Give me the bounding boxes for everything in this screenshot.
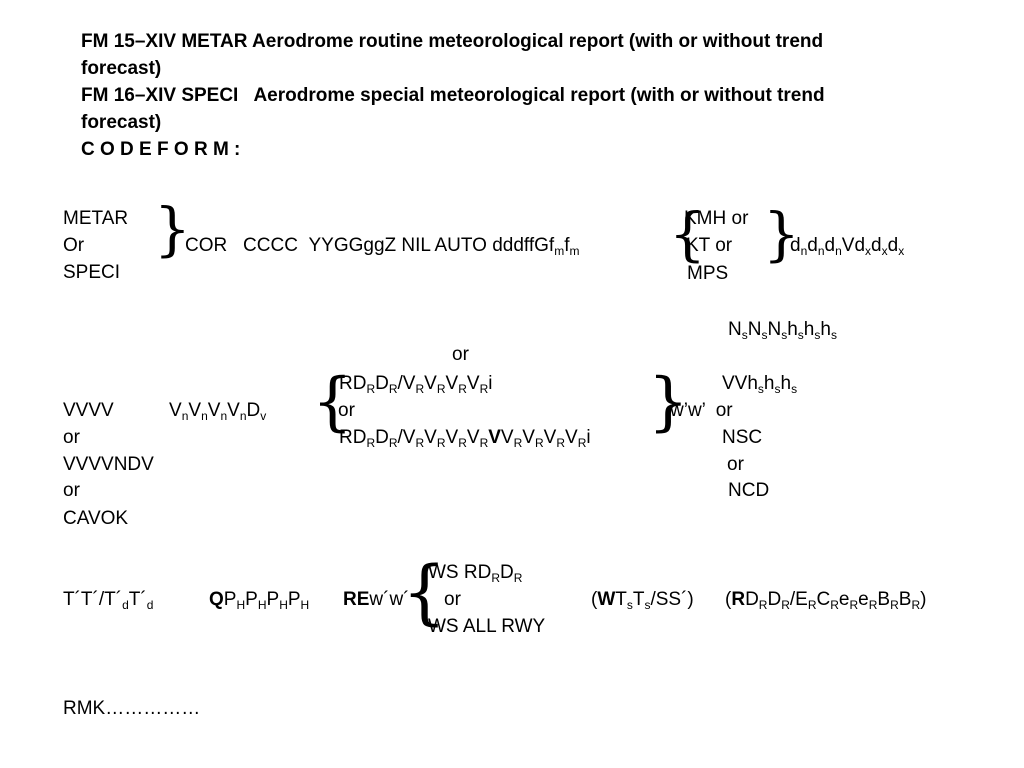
vertical-visibility-group: VVhshshs [722,373,798,396]
kt-label: KT or [686,235,733,256]
header-line-2: FM 16–XIV SPECI Aerodrome special meteor… [81,85,825,106]
header-line-2-cont: forecast) [81,112,162,133]
or-label-4: or [444,589,461,610]
weather-label: w’w’ or [670,400,733,421]
left-brace-icon: { [669,200,706,268]
recent-weather-group: REw´w´ [343,589,410,610]
vvvv-label: VVVV [63,400,114,421]
temperature-group: T´T´/T´dT´d [63,589,154,612]
or-top-label: or [452,344,469,365]
remarks-label: RMK…………… [63,698,201,719]
header-line-1-cont: forecast) [81,58,162,79]
direction-group: dndndnVdxdxdx [790,235,905,258]
left-brace-icon-2: { [312,365,353,439]
cloud-group: NsNsNshshshs [728,319,837,342]
or-right-label: or [727,454,744,475]
or-mid-label: or [338,400,355,421]
rvr-group-1: RDRDR/VRVRVRVRi [339,373,493,396]
rvr-group-2: RDRDR/VRVRVRVRVVRVRVRVRi [339,427,591,450]
header-line-1: FM 15–XIV METAR Aerodrome routine meteor… [81,31,824,52]
cavok-label: CAVOK [63,508,129,529]
speci-label: SPECI [63,262,121,283]
mps-label: MPS [687,263,729,284]
sea-surface-group: (WTsTs/SS´) [591,589,694,612]
right-brace-icon-2: } [763,200,800,268]
right-brace-icon: } [154,195,191,263]
kmh-label: KMH or [684,208,749,229]
or-label-3: or [63,480,80,501]
pressure-group: QPHPHPHPH [209,589,310,612]
metar-label: METAR [63,208,129,229]
left-brace-icon-3: { [402,551,447,633]
or-label: Or [63,235,85,256]
ncd-label: NCD [728,480,770,501]
right-brace-icon-3: } [648,365,689,439]
or-label-2: or [63,427,80,448]
runway-state-group: (RDRDR/ERCReReRBRBR) [725,589,927,612]
wind-shear-group: WS RDRDR [428,562,523,585]
main-code-group: COR CCCC YYGGggZ NIL AUTO dddffGfmfm [185,235,580,258]
visibility-direction-group: VnVnVnVnDv [169,400,267,423]
wind-shear-all-label: WS ALL RWY [428,616,546,637]
codeform-title: C O D E F O R M : [81,139,241,160]
nsc-label: NSC [722,427,763,448]
vvvvndv-label: VVVVNDV [63,454,154,475]
